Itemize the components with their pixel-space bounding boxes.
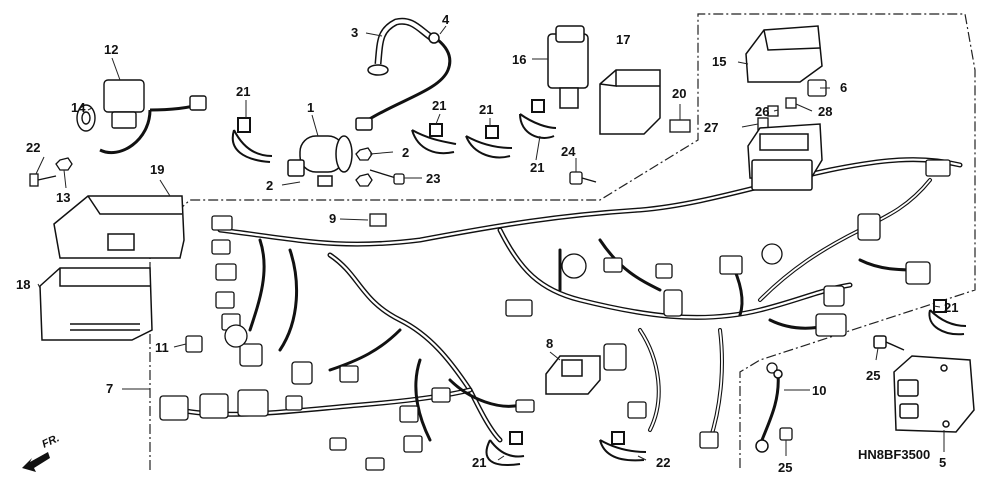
- callout-9: 9: [329, 211, 336, 226]
- callout-17: 17: [616, 32, 630, 47]
- callout-19: 19: [150, 162, 164, 177]
- callout-23: 22: [26, 140, 40, 155]
- callout-13: 13: [56, 190, 70, 205]
- callout-14: 14: [71, 100, 86, 115]
- front-arrow-icon: FR.: [22, 432, 61, 472]
- callout-22: 22: [656, 455, 670, 470]
- callout-20: 20: [672, 86, 686, 101]
- callout-6: 6: [840, 80, 847, 95]
- part-fuse-box: [745, 25, 823, 83]
- callout-4: 4: [442, 12, 450, 27]
- assembly-boundary: [149, 13, 976, 470]
- wire-harness: [177, 157, 963, 443]
- callout-21: 21: [944, 300, 958, 315]
- front-label: FR.: [40, 432, 61, 450]
- part-ecu-cover: [53, 195, 185, 259]
- part-relay-with-lead: [76, 79, 207, 155]
- part-fuse-holder: [747, 123, 823, 191]
- callout-10: 10: [812, 383, 826, 398]
- part-plug-lead: [355, 17, 452, 131]
- callout-12: 12: [104, 42, 118, 57]
- callout-15: 15: [712, 54, 726, 69]
- callout-25: 25: [778, 460, 792, 475]
- callout-8: 8: [546, 336, 553, 351]
- diagram-code: HN8BF3500: [858, 447, 930, 462]
- callout-29: 28: [818, 104, 832, 119]
- callout-11: 11: [155, 340, 169, 355]
- part-ground-wire: [755, 369, 783, 453]
- callout-21: 21: [236, 84, 250, 99]
- part-bolt-24: [369, 169, 405, 185]
- leader-lines: [35, 25, 945, 461]
- part-bolt-and-nut: [29, 157, 73, 187]
- callout-18: 18: [16, 277, 30, 292]
- part-diode-8: [545, 355, 601, 395]
- callout-25: 24: [561, 144, 576, 159]
- callout-21: 21: [479, 102, 493, 117]
- callout-22: 21: [432, 98, 446, 113]
- part-coupler-17: [599, 69, 661, 135]
- callout-16: 16: [512, 52, 526, 67]
- callout-5: 5: [939, 455, 946, 470]
- callout-labels: 1 2 2 3 4 5 6 7 8 9 10 11 12 13 14 15 16…: [16, 12, 958, 475]
- part-block-11: [185, 335, 203, 353]
- part-condenser: [287, 135, 353, 187]
- callout-27: 26: [755, 104, 769, 119]
- part-connector-9: [369, 213, 387, 227]
- callout-2: 2: [266, 178, 273, 193]
- part-clip-20: [669, 119, 691, 133]
- band-clamps: [231, 99, 967, 466]
- callout-1: 1: [307, 100, 314, 115]
- callout-28: 27: [704, 120, 718, 135]
- callout-21: 21: [530, 160, 544, 175]
- callout-26: 25: [866, 368, 880, 383]
- callout-21: 21: [472, 455, 486, 470]
- part-ecu: [39, 267, 153, 341]
- callout-2: 2: [402, 145, 409, 160]
- part-connector-16: [547, 25, 589, 109]
- part-nut-2: [355, 147, 373, 187]
- callout-3: 3: [351, 25, 358, 40]
- part-regulator: [873, 335, 975, 433]
- harness-connectors: [159, 159, 951, 471]
- callout-7: 7: [106, 381, 113, 396]
- callout-24: 23: [426, 171, 440, 186]
